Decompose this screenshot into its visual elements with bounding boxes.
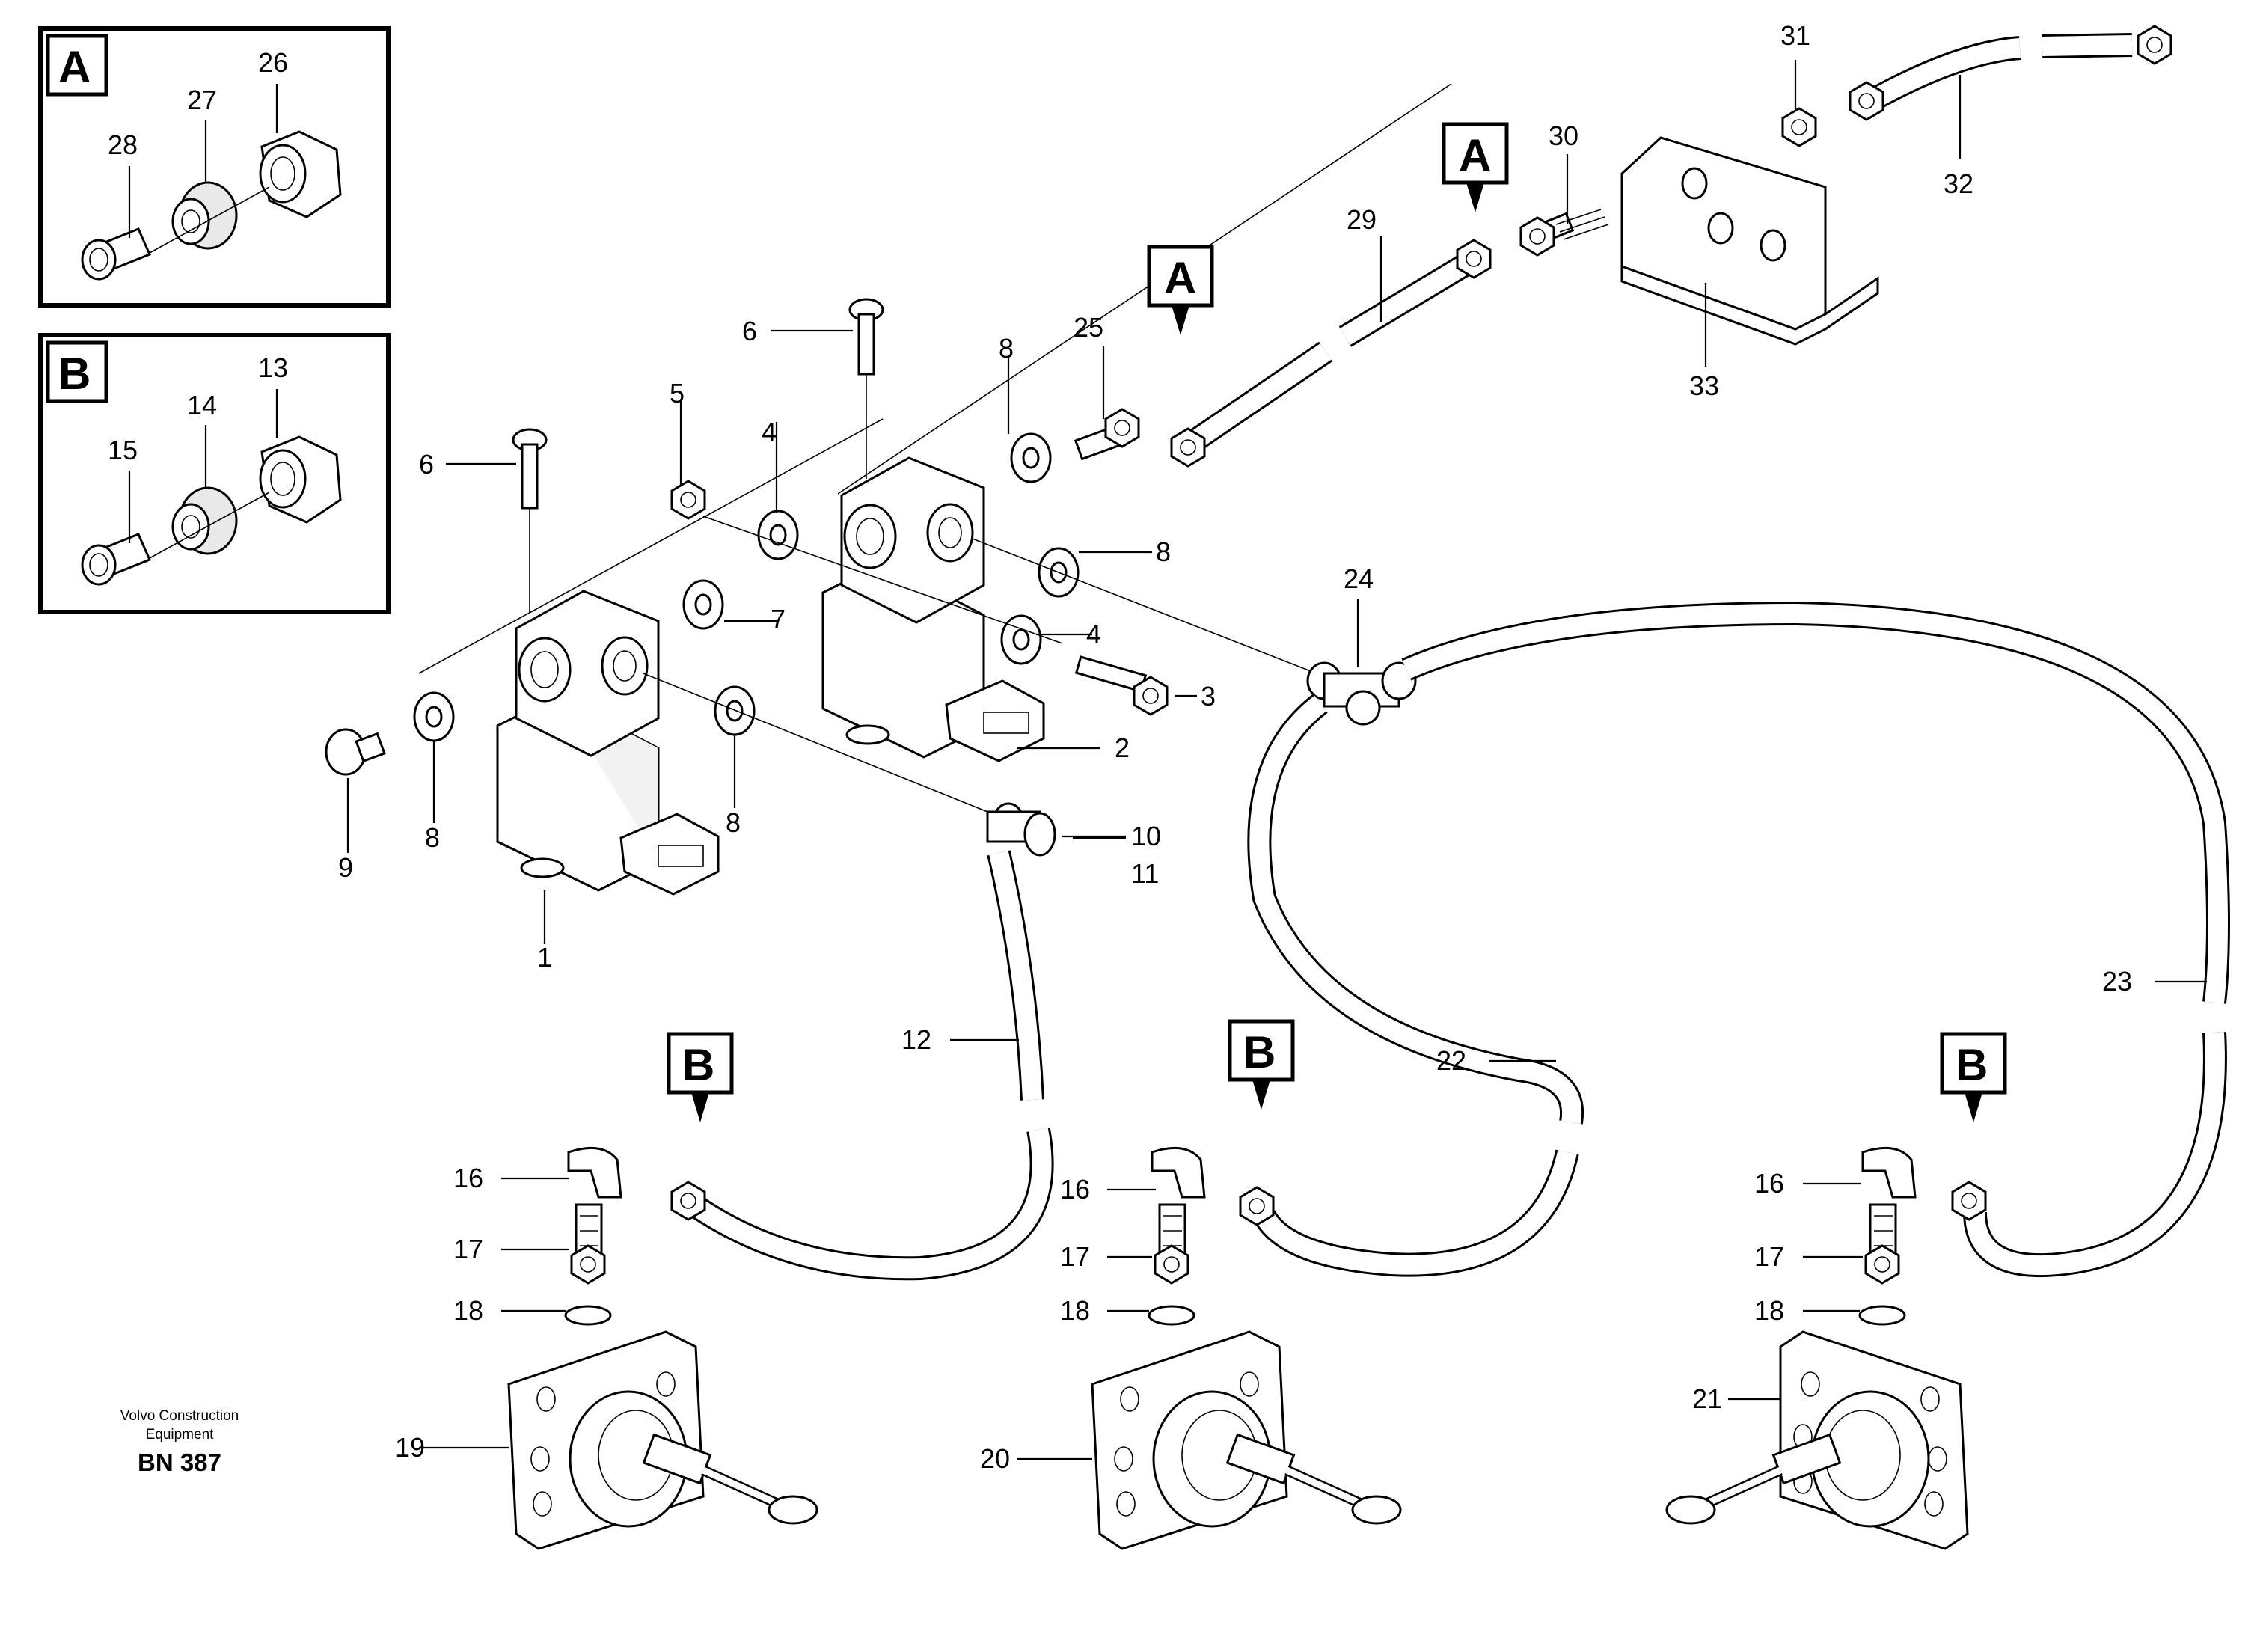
- callout-20: 20: [980, 1443, 1010, 1474]
- hose-22: [1239, 694, 1584, 1277]
- bolt-6-upper: [771, 298, 884, 479]
- callout-18-right: 18: [1754, 1295, 1784, 1326]
- svg-text:A: A: [1459, 130, 1491, 180]
- callout-5: 5: [670, 378, 685, 409]
- fitting-sleeve-28: [81, 227, 151, 281]
- callout-8-mid: 8: [726, 807, 741, 838]
- ferrule-ring-27: [171, 181, 238, 250]
- callout-16-right: 16: [1754, 1168, 1784, 1199]
- tee-fitting-10: [986, 802, 1126, 857]
- callout-24: 24: [1344, 563, 1374, 594]
- callout-13: 13: [258, 352, 288, 383]
- reference-marker-b-right: B: [1940, 1032, 2007, 1122]
- bolt-6-lower: [446, 428, 548, 614]
- callout-8-right: 8: [1156, 536, 1171, 567]
- hose-23: [1401, 601, 2230, 1278]
- solenoid-valve-2: [821, 456, 1100, 762]
- callout-32: 32: [1944, 168, 1973, 199]
- callout-27: 27: [187, 85, 217, 115]
- maker-line-1: Volvo Construction: [120, 1408, 239, 1424]
- callout-17-right: 17: [1754, 1241, 1784, 1272]
- callout-8-left: 8: [425, 822, 440, 853]
- callout-2: 2: [1115, 732, 1130, 763]
- svg-text:A: A: [1164, 253, 1196, 303]
- callout-17-left: 17: [453, 1234, 483, 1264]
- svg-text:B: B: [1956, 1040, 1988, 1090]
- callout-16-middle: 16: [1060, 1174, 1090, 1205]
- union-nut-26: [259, 130, 342, 218]
- union-nut-13: [259, 435, 342, 524]
- svg-text:B: B: [1243, 1027, 1276, 1077]
- callout-4-upper: 4: [762, 417, 777, 447]
- connector-25: [1074, 408, 1140, 461]
- callout-14: 14: [187, 390, 217, 420]
- callout-12: 12: [901, 1024, 931, 1055]
- callout-30: 30: [1549, 120, 1578, 151]
- reference-marker-a-upper: A: [1442, 122, 1509, 212]
- callout-4-lower: 4: [1086, 619, 1101, 649]
- callout-25: 25: [1074, 312, 1103, 343]
- callout-10: 10: [1131, 821, 1161, 851]
- callout-6-lower: 6: [419, 449, 434, 480]
- callout-31: 31: [1780, 20, 1810, 51]
- callout-labels: 1 2 3 4 4 5 6 6 7 8 8 8 8 9 10 11 12 16 …: [338, 20, 2132, 1474]
- hose-32: [1781, 25, 2172, 159]
- control-valve-19: [419, 1146, 818, 1550]
- svg-text:B: B: [682, 1040, 714, 1090]
- detail-box-a: A 28 27 26: [38, 26, 391, 308]
- callout-29: 29: [1347, 204, 1377, 235]
- callout-7: 7: [771, 604, 786, 634]
- callout-33: 33: [1689, 370, 1719, 401]
- callout-15: 15: [108, 435, 138, 465]
- plug-9: [325, 728, 386, 853]
- callout-18-left: 18: [453, 1295, 483, 1326]
- pipe-29-and-fittings: [837, 83, 1609, 495]
- callout-3: 3: [1201, 681, 1216, 712]
- maker-line-2: Equipment: [146, 1427, 215, 1443]
- ferrule-ring-14: [171, 486, 238, 555]
- reference-marker-a-lower: A: [1147, 245, 1214, 335]
- control-valve-20: [1017, 1146, 1402, 1550]
- reference-marker-b-middle: B: [1228, 1019, 1295, 1110]
- callout-18-middle: 18: [1060, 1295, 1090, 1326]
- control-valve-21: [1665, 1146, 1969, 1550]
- callout-6-upper: 6: [742, 316, 757, 346]
- callout-17-middle: 17: [1060, 1241, 1090, 1272]
- reference-marker-b-left: B: [667, 1032, 734, 1122]
- bracket-33: [1620, 136, 1879, 367]
- callout-19: 19: [395, 1432, 425, 1463]
- callout-26: 26: [258, 47, 288, 78]
- callout-22: 22: [1436, 1045, 1466, 1076]
- fitting-sleeve-15: [81, 533, 151, 586]
- callout-11: 11: [1131, 858, 1159, 889]
- footer-info: Volvo Construction Equipment BN 387: [120, 1408, 239, 1476]
- hose-12: [670, 850, 1054, 1281]
- callout-8-upper: 8: [999, 333, 1014, 364]
- detail-box-b: B 15 14 13: [38, 333, 391, 614]
- bolt-3: [1074, 655, 1197, 716]
- connector-30: [1519, 209, 1609, 257]
- callout-16-left: 16: [453, 1163, 483, 1193]
- drawing-code: BN 387: [138, 1448, 221, 1476]
- detail-a-letter: A: [58, 42, 91, 92]
- callout-9: 9: [338, 852, 353, 883]
- detail-b-letter: B: [58, 349, 91, 399]
- callout-1: 1: [537, 942, 552, 973]
- tee-fitting-24: [1306, 599, 1417, 726]
- callout-28: 28: [108, 129, 138, 160]
- callout-21: 21: [1692, 1383, 1722, 1414]
- callout-23: 23: [2102, 966, 2132, 997]
- solenoid-valve-1: [496, 590, 720, 944]
